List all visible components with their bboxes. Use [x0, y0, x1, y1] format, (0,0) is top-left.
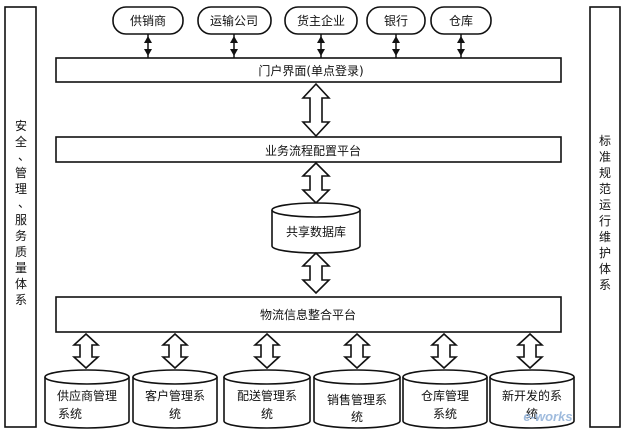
subsystem-warehouse-mgmt: 仓库管理 系统: [402, 369, 488, 429]
left-side-label: 安 全 、 管 理 、 服 务 质 量 体 系: [15, 118, 30, 307]
right-char: 行: [599, 214, 611, 228]
subsystem-label-line1: 客户管理系: [145, 388, 205, 403]
process-platform-bar: 业务流程配置平台: [55, 136, 562, 163]
subsystem-label-line1: 仓库管理: [421, 388, 469, 403]
right-side-label: 标 准 规 范 运 行 维 护 体 系: [599, 134, 611, 292]
top-node-shipper: 货主企业: [284, 6, 358, 35]
left-char: 全: [15, 134, 27, 149]
logistics-platform-bar: 物流信息整合平台: [55, 296, 562, 333]
portal-label: 门户界面(单点登录): [258, 63, 363, 78]
top-node-transport: 运输公司: [197, 6, 272, 35]
subsystem-label-line2: 统: [526, 407, 538, 421]
right-char: 准: [599, 150, 611, 164]
small-double-arrow: [457, 34, 465, 58]
left-char: 质: [15, 245, 27, 259]
subsystem-customer-mgmt: 客户管理系 统: [132, 369, 218, 429]
subsystem-new-system: 新开发的系 统: [489, 369, 575, 429]
subsystem-sales-mgmt: 销售管理系 统: [313, 369, 401, 429]
small-double-arrow: [144, 34, 152, 58]
left-char: 、: [18, 149, 30, 163]
left-char: 理: [15, 182, 27, 196]
small-double-arrow: [230, 34, 238, 58]
right-char: 护: [599, 246, 611, 260]
subsystem-label-line2: 统: [261, 407, 273, 421]
left-char: 务: [15, 228, 27, 243]
subsystem-label-line1: 供应商管理: [57, 388, 117, 403]
double-arrow-subsystem: [71, 332, 101, 370]
top-node-label: 银行: [384, 14, 408, 28]
top-node-label: 供销商: [130, 13, 166, 28]
process-platform-label: 业务流程配置平台: [265, 143, 361, 158]
subsystem-label-line1: 新开发的系: [502, 388, 562, 403]
logistics-platform-label: 物流信息整合平台: [260, 307, 356, 322]
double-arrow-subsystem: [252, 332, 282, 370]
top-node-label: 运输公司: [210, 13, 258, 28]
subsystem-label-line2: 统: [351, 410, 363, 424]
subsystem-connectors: [71, 332, 545, 370]
subsystem-label-line1: 销售管理系: [327, 392, 387, 407]
right-char: 体: [599, 262, 611, 276]
left-char: 体: [15, 277, 27, 291]
left-char: 系: [15, 293, 27, 307]
portal-bar: 门户界面(单点登录): [55, 57, 562, 83]
double-arrow-subsystem: [515, 332, 545, 370]
shared-database: 共享数据库: [271, 202, 361, 254]
right-char: 系: [599, 278, 611, 292]
top-node-warehouse: 仓库: [430, 6, 492, 35]
subsystem-supplier-mgmt: 供应商管理 系统: [44, 369, 130, 429]
double-arrow-subsystem: [160, 332, 190, 370]
right-char: 规: [599, 165, 611, 180]
double-arrow-process-db: [301, 161, 331, 205]
top-node-label: 货主企业: [297, 13, 345, 28]
right-char: 范: [599, 182, 611, 196]
right-char: 标: [599, 134, 611, 148]
top-node-supplier: 供销商: [112, 6, 184, 35]
left-char: 、: [18, 196, 30, 210]
top-connectors: [144, 34, 465, 58]
small-double-arrow: [392, 34, 400, 58]
subsystem-label-line2: 系统: [433, 407, 457, 421]
left-char: 管: [15, 165, 27, 180]
right-char: 运: [599, 198, 611, 212]
subsystem-label-line1: 配送管理系: [237, 388, 297, 403]
small-double-arrow: [317, 34, 325, 58]
double-arrow-subsystem: [429, 332, 459, 370]
left-side-frame: [4, 6, 37, 428]
subsystem-label-line2: 统: [169, 407, 181, 421]
top-node-label: 仓库: [449, 13, 473, 28]
subsystem-label-line2: 系统: [58, 407, 82, 421]
double-arrow-portal-process: [301, 82, 331, 138]
shared-db-label: 共享数据库: [286, 224, 346, 239]
right-side-frame: [589, 6, 621, 428]
double-arrow-db-logistics: [301, 251, 331, 295]
watermark: e-works: [523, 409, 572, 424]
subsystem-distribution-mgmt: 配送管理系 统: [223, 369, 311, 429]
left-char: 安: [15, 118, 27, 133]
top-node-bank: 银行: [366, 6, 426, 35]
right-char: 维: [599, 230, 611, 244]
left-char: 量: [15, 261, 27, 275]
left-char: 服: [15, 213, 27, 227]
double-arrow-subsystem: [342, 332, 372, 370]
